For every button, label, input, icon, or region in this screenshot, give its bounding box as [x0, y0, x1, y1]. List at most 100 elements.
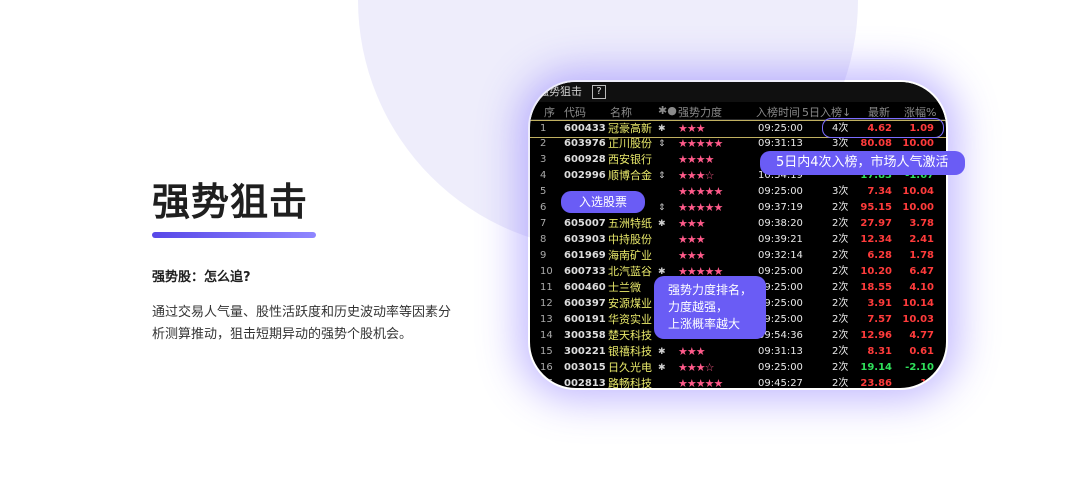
- header-col-seq[interactable]: 序: [544, 106, 555, 119]
- cell-change: 10.03: [902, 314, 934, 325]
- callout-ranking-count: 5日内4次入榜，市场人气激活: [760, 151, 965, 175]
- cell-price: 27.97: [860, 218, 892, 229]
- cell-change: 1.78: [909, 250, 934, 261]
- cell-seq: 4: [540, 170, 547, 181]
- cell-code: 603976: [564, 138, 606, 149]
- cell-count: 3次: [832, 186, 849, 197]
- cell-count: 2次: [832, 202, 849, 213]
- cell-change: 2.41: [909, 234, 934, 245]
- cell-stars: ★★★★★: [678, 185, 723, 198]
- cell-stars: ★★★★★: [678, 137, 723, 150]
- cell-stars: ★★★: [678, 122, 706, 135]
- header-col-strength[interactable]: 强势力度: [678, 106, 722, 119]
- callout-selected-stock: 入选股票: [561, 191, 646, 213]
- header-col-change[interactable]: 涨幅%: [904, 106, 937, 119]
- help-button[interactable]: ?: [592, 85, 606, 99]
- cell-stars: ★★★★★: [678, 201, 723, 214]
- cell-count: 2次: [832, 362, 849, 373]
- cell-price: 4.62: [867, 123, 892, 134]
- cell-seq: 2: [540, 138, 547, 149]
- cell-seq: 14: [540, 330, 553, 341]
- cell-seq: 11: [540, 282, 553, 293]
- header-col-name[interactable]: 名称: [610, 106, 632, 119]
- header-col-code[interactable]: 代码: [564, 106, 586, 119]
- cell-name: 西安银行: [608, 153, 652, 166]
- cell-time: 09:38:20: [758, 218, 803, 229]
- cell-mark: ✱: [658, 347, 666, 357]
- cell-change: -2.10: [905, 362, 934, 373]
- header-col-price[interactable]: 最新: [868, 106, 890, 119]
- header-col-count[interactable]: 5日入榜↓: [802, 106, 852, 119]
- cell-count: 3次: [832, 138, 849, 149]
- cell-count: 2次: [832, 330, 849, 341]
- cell-time: 10:34:19: [758, 170, 803, 181]
- cell-code: 603903: [564, 234, 606, 245]
- cell-code: 003015: [564, 362, 606, 373]
- cell-time: 09:39:21: [758, 234, 803, 245]
- cell-seq: 15: [540, 346, 553, 357]
- cell-seq: 13: [540, 314, 553, 325]
- cell-name: 中持股份: [608, 233, 652, 246]
- cell-count: 2次: [832, 234, 849, 245]
- cell-name: 楚天科技: [608, 329, 652, 342]
- cell-stars: ★★★★: [678, 153, 714, 166]
- cell-price: 7.34: [867, 186, 892, 197]
- cell-mark: ⇕: [658, 139, 666, 149]
- cell-time: 09:25:00: [758, 314, 803, 325]
- header-col-time[interactable]: 入榜时间: [756, 106, 800, 119]
- cell-change: 3.78: [909, 218, 934, 229]
- callout-strength: 强势力度排名， 力度越强， 上涨概率越大: [654, 276, 767, 339]
- cell-stars: ★★★: [678, 249, 706, 262]
- cell-count: 2次: [832, 378, 849, 388]
- cell-price: 95.15: [860, 202, 892, 213]
- cell-price: 12.34: [860, 234, 892, 245]
- cell-seq: 12: [540, 298, 553, 309]
- cell-mark: ✱: [658, 363, 666, 373]
- cell-seq: 10: [540, 266, 553, 277]
- callout-strength-line2: 力度越强，: [668, 300, 729, 314]
- cell-change: 10: [920, 378, 934, 388]
- cell-time: 09:25:00: [758, 123, 803, 134]
- cell-code: 300221: [564, 346, 606, 357]
- cell-time: 09:37:19: [758, 202, 803, 213]
- cell-count: 2次: [832, 346, 849, 357]
- cell-seq: 6: [540, 202, 547, 213]
- cell-stars: ★★★★★: [678, 377, 723, 388]
- cell-code: 600460: [564, 282, 606, 293]
- highlight-ring: [822, 118, 944, 138]
- cell-code: 605007: [564, 218, 606, 229]
- cell-name: 北汽蓝谷: [608, 265, 652, 278]
- feature-title: 强势狙击: [152, 180, 309, 224]
- cell-count: 2次: [832, 250, 849, 261]
- callout-strength-line1: 强势力度排名，: [668, 283, 753, 297]
- cell-seq: 1: [540, 123, 547, 134]
- cell-mark: ⇕: [658, 171, 666, 181]
- cell-price: 19.14: [860, 362, 892, 373]
- cell-code: 002813: [564, 378, 606, 388]
- cell-change: 4.10: [909, 282, 934, 293]
- cell-count: 2次: [832, 298, 849, 309]
- cell-time: 09:45:27: [758, 378, 803, 388]
- cell-change: 10.04: [902, 186, 934, 197]
- header-col-mark[interactable]: ✱●: [658, 104, 677, 117]
- cell-count: 2次: [832, 314, 849, 325]
